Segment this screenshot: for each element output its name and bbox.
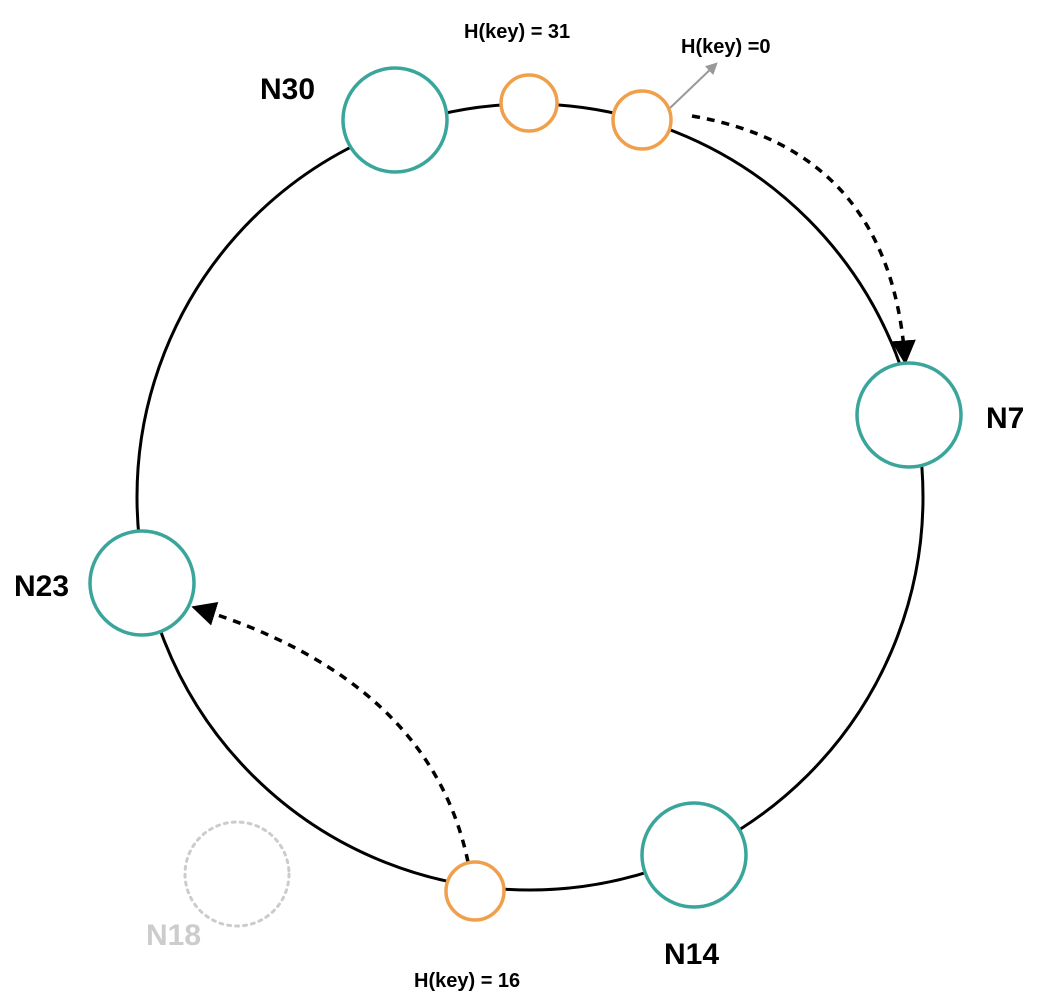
node-label-n18: N18 (146, 919, 201, 952)
node-n14[interactable] (640, 801, 748, 909)
mapping-arrow-k16-to-n23 (191, 602, 470, 863)
node-label-n14: N14 (664, 938, 719, 971)
key-label-k16: H(key) = 16 (414, 970, 520, 992)
hash-ring (135, 102, 925, 892)
node-label-n23: N23 (14, 570, 69, 603)
node-n23[interactable] (88, 529, 196, 637)
key-k16[interactable] (444, 860, 506, 922)
mapping-arrow-k0-to-n7 (691, 114, 916, 365)
node-label-n30: N30 (260, 73, 315, 106)
key-k0[interactable] (611, 89, 673, 151)
key-label-k0: H(key) =0 (681, 36, 771, 58)
key-label-k31: H(key) = 31 (464, 21, 570, 43)
node-n7[interactable] (855, 361, 963, 469)
key-k31[interactable] (499, 73, 559, 133)
node-n18-removed (183, 820, 291, 928)
node-n30[interactable] (341, 66, 449, 174)
key-pointer-arrow (669, 62, 718, 109)
node-label-n7: N7 (986, 402, 1024, 435)
